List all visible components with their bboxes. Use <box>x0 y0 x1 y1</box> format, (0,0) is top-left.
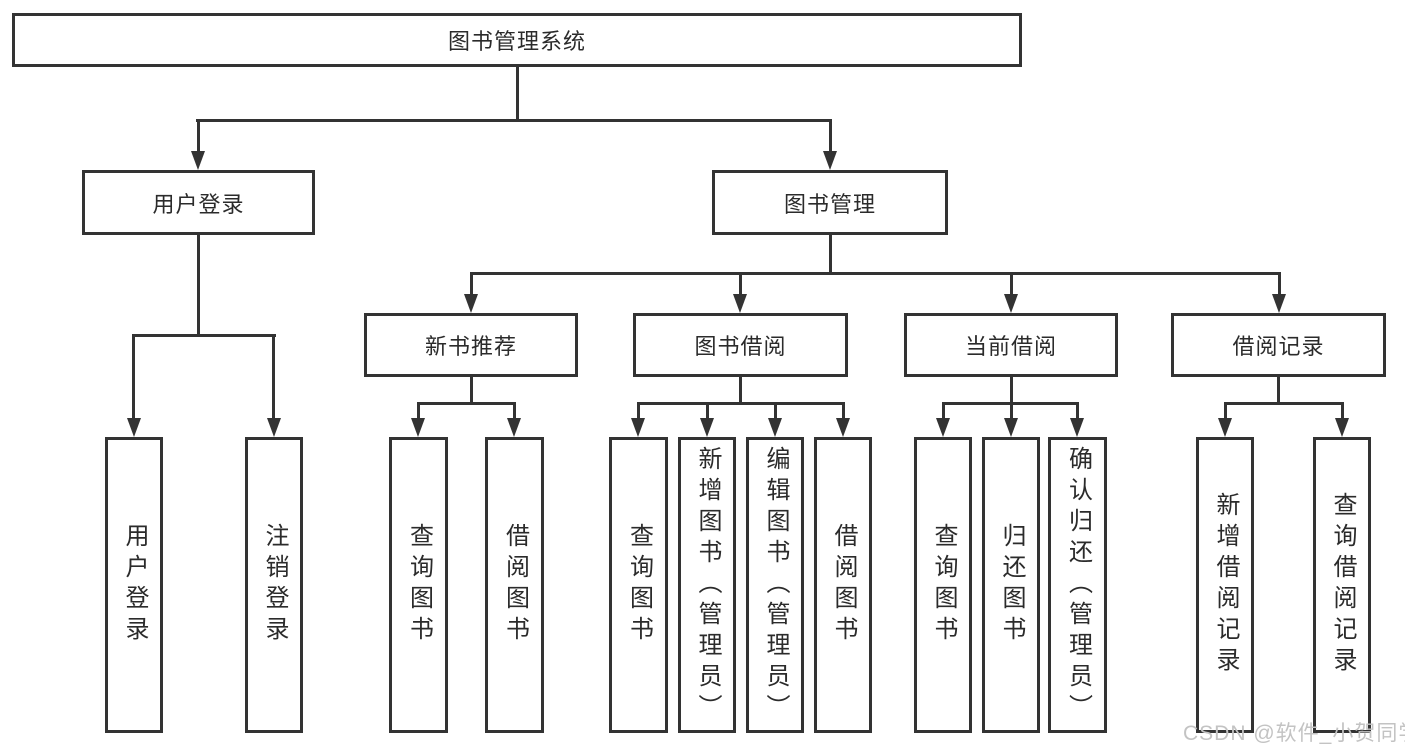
leaf-nb-borrow-books: 借阅图书 <box>485 437 544 733</box>
leaf-br-add-record-label: 新增借阅记录 <box>1212 492 1239 678</box>
connector-stub-book-management <box>829 119 832 155</box>
connector-stub-leaf <box>1341 402 1344 422</box>
leaf-bb-edit-books-admin: 编辑图书（管理员） <box>746 437 804 733</box>
node-book-management-label: 图书管理 <box>783 191 876 217</box>
arrow-down-icon <box>1004 418 1018 437</box>
leaf-cb-confirm-return-admin-label: 确认归还（管理员） <box>1064 445 1092 725</box>
leaf-cb-return-books-label: 归还图书 <box>998 523 1025 647</box>
connector-stub-leaf <box>513 402 516 422</box>
connector-stub-leaf <box>774 402 777 422</box>
connector-stub-leaf <box>1076 402 1079 422</box>
connector-stub-leaf <box>417 402 420 422</box>
arrow-down-icon <box>936 418 950 437</box>
leaf-bb-add-books-admin-label: 新增图书（管理员） <box>694 445 721 725</box>
arrow-down-icon <box>191 151 205 170</box>
node-new-book-recommend: 新书推荐 <box>364 313 578 377</box>
leaf-cb-query-books-label: 查询图书 <box>930 523 957 647</box>
connector-stub-leaf <box>1224 402 1227 422</box>
connector-level2-split <box>470 272 1280 275</box>
connector-book-management-stem <box>829 235 832 275</box>
arrow-down-icon <box>1335 418 1349 437</box>
node-book-management: 图书管理 <box>712 170 948 235</box>
leaf-user-login: 用户登录 <box>105 437 163 733</box>
connector-user-login-split <box>133 334 276 337</box>
node-root-label: 图书管理系统 <box>447 29 586 54</box>
arrow-down-icon <box>700 418 714 437</box>
leaf-br-query-record-label: 查询借阅记录 <box>1329 492 1356 678</box>
connector-stub-leaf <box>942 402 945 422</box>
arrow-down-icon <box>836 418 850 437</box>
node-borrow-records: 借阅记录 <box>1171 313 1386 377</box>
connector-stub-leaf <box>1010 402 1013 422</box>
leaf-cb-query-books: 查询图书 <box>914 437 972 733</box>
arrow-down-icon <box>823 151 837 170</box>
node-book-borrow: 图书借阅 <box>633 313 848 377</box>
leaf-logout: 注销登录 <box>245 437 303 733</box>
connector-stub-borrow-records <box>1278 272 1281 300</box>
leaf-logout-label: 注销登录 <box>261 523 288 647</box>
connector-nb-split <box>417 402 516 405</box>
connector-bb-split <box>637 402 844 405</box>
arrow-down-icon <box>631 418 645 437</box>
connector-user-login-stem <box>197 235 200 337</box>
node-new-book-recommend-label: 新书推荐 <box>424 334 517 359</box>
node-root: 图书管理系统 <box>12 13 1022 67</box>
arrow-down-icon <box>127 418 141 437</box>
arrow-down-icon <box>1218 418 1232 437</box>
connector-bb-stem <box>739 377 742 405</box>
node-user-login: 用户登录 <box>82 170 315 235</box>
csdn-watermark: CSDN @软件_小贺同学 <box>1183 722 1405 745</box>
leaf-nb-borrow-books-label: 借阅图书 <box>501 523 529 647</box>
leaf-bb-edit-books-admin-label: 编辑图书（管理员） <box>762 445 789 725</box>
connector-br-stem <box>1277 377 1280 405</box>
arrow-down-icon <box>733 294 747 313</box>
connector-stub-leaf <box>272 334 275 422</box>
connector-stub-leaf <box>842 402 845 422</box>
node-borrow-records-label: 借阅记录 <box>1232 334 1325 359</box>
arrow-down-icon <box>1070 418 1084 437</box>
leaf-cb-confirm-return-admin: 确认归还（管理员） <box>1048 437 1107 733</box>
connector-stub-leaf <box>132 334 135 422</box>
leaf-bb-query-books-label: 查询图书 <box>625 523 653 647</box>
node-user-login-label: 用户登录 <box>152 191 245 217</box>
node-book-borrow-label: 图书借阅 <box>694 334 787 359</box>
leaf-br-add-record: 新增借阅记录 <box>1196 437 1254 733</box>
arrow-down-icon <box>1272 294 1286 313</box>
arrow-down-icon <box>768 418 782 437</box>
connector-level1-split <box>196 119 832 122</box>
leaf-bb-add-books-admin: 新增图书（管理员） <box>678 437 736 733</box>
connector-stub-user-login <box>197 119 200 155</box>
leaf-user-login-label: 用户登录 <box>121 523 148 647</box>
arrow-down-icon <box>267 418 281 437</box>
node-current-borrow-label: 当前借阅 <box>964 334 1057 359</box>
connector-stub-leaf <box>706 402 709 422</box>
leaf-bb-borrow-books: 借阅图书 <box>814 437 872 733</box>
connector-br-split <box>1224 402 1344 405</box>
leaf-bb-borrow-books-label: 借阅图书 <box>830 523 857 647</box>
leaf-nb-query-books: 查询图书 <box>389 437 448 733</box>
arrow-down-icon <box>1004 294 1018 313</box>
arrow-down-icon <box>411 418 425 437</box>
leaf-bb-query-books: 查询图书 <box>609 437 668 733</box>
leaf-cb-return-books: 归还图书 <box>982 437 1040 733</box>
connector-stub-new-book <box>470 272 473 300</box>
leaf-nb-query-books-label: 查询图书 <box>405 523 433 647</box>
connector-root-stem <box>516 66 519 121</box>
node-current-borrow: 当前借阅 <box>904 313 1118 377</box>
connector-stub-book-borrow <box>739 272 742 300</box>
connector-cb-stem <box>1010 377 1013 405</box>
arrow-down-icon <box>464 294 478 313</box>
connector-stub-current-borrow <box>1010 272 1013 300</box>
connector-nb-stem <box>470 377 473 405</box>
arrow-down-icon <box>507 418 521 437</box>
leaf-br-query-record: 查询借阅记录 <box>1313 437 1371 733</box>
connector-stub-leaf <box>637 402 640 422</box>
